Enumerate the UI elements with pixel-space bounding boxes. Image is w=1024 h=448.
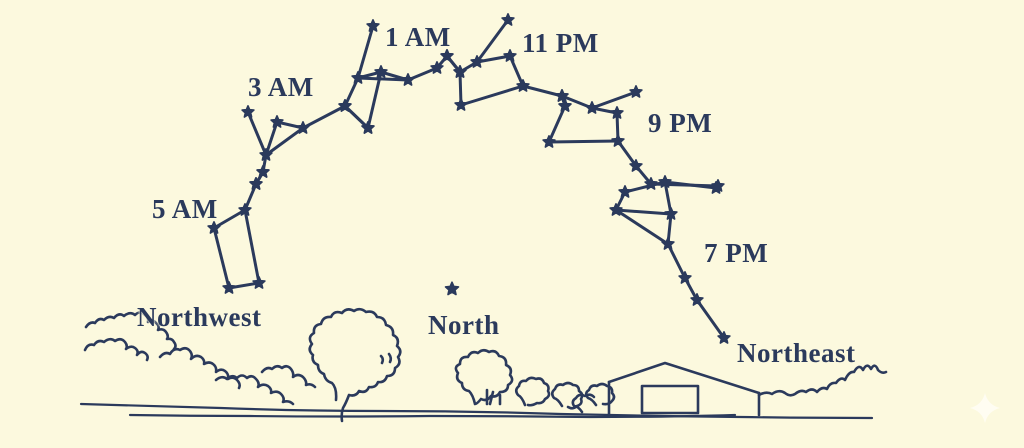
polaris-star-glyph: [444, 281, 460, 296]
star-point: [270, 115, 284, 128]
star-point: [542, 135, 556, 148]
shrub-row-center: [260, 364, 317, 389]
time-label-9pm: 9 PM: [648, 108, 713, 138]
time-label-7pm: 7 PM: [704, 238, 769, 268]
bush-small-2: [550, 381, 584, 410]
star-point: [501, 13, 515, 26]
shrub-row-far-left-lower: [83, 337, 149, 362]
star-point: [558, 99, 572, 112]
star-point: [664, 207, 678, 220]
star-point: [238, 203, 252, 216]
constellation-line: [246, 110, 268, 157]
star-point: [661, 237, 675, 250]
star-point: [611, 134, 625, 147]
star-point: [351, 71, 365, 84]
star-point: [401, 73, 415, 86]
star-point: [252, 276, 266, 289]
star-point: [207, 221, 221, 234]
star-point: [256, 165, 270, 178]
tree-large-detail-2: [387, 352, 393, 364]
constellation-line: [459, 84, 525, 107]
direction-label-northeast: Northeast: [737, 338, 856, 368]
bush-cluster-mid-twig: [488, 390, 495, 406]
direction-label-northwest: Northwest: [137, 302, 262, 332]
shrub-row-far-left-upper: [84, 311, 177, 351]
star-point: [717, 331, 731, 344]
constellation-line: [666, 242, 687, 280]
star-point: [585, 101, 599, 114]
shrub-row-left-mid: [158, 346, 241, 390]
time-label-1am: 1 AM: [385, 22, 451, 52]
direction-label-north: North: [428, 310, 500, 340]
constellation-line: [356, 24, 375, 80]
star-point: [241, 105, 255, 118]
constellation-line: [301, 104, 347, 130]
time-label-5am: 5 AM: [152, 194, 218, 224]
constellation-line: [590, 90, 638, 110]
star-point: [503, 49, 517, 62]
star-point: [618, 185, 632, 198]
foreground-landscape: [79, 307, 888, 423]
constellation-line: [212, 208, 247, 230]
star-point: [296, 121, 310, 134]
star-point: [249, 177, 263, 190]
bush-small-1: [514, 376, 551, 407]
star-point: [629, 159, 643, 172]
star-point: [470, 55, 484, 68]
star-point: [430, 61, 444, 74]
constellation-line: [649, 182, 720, 188]
star-point: [361, 121, 375, 134]
bush-cluster-mid: [454, 348, 514, 406]
constellation-line: [695, 298, 726, 340]
star-point: [338, 99, 352, 112]
tree-large-detail-1: [379, 354, 385, 365]
constellation-line: [243, 208, 261, 285]
constellation-5-am: [207, 165, 270, 294]
constellation-line: [264, 120, 279, 157]
horizon-line: [79, 402, 874, 420]
tree-large: [308, 307, 402, 423]
constellation-line: [614, 208, 673, 216]
constellation-line: [366, 70, 383, 130]
shrub-row-center-left: [214, 374, 295, 406]
star-point: [644, 177, 658, 190]
constellation-group: [207, 13, 731, 344]
star-point: [609, 203, 623, 216]
star-point: [440, 49, 454, 62]
sparkle-watermark-icon: [970, 393, 1000, 423]
shrub-left-of-barn: [571, 393, 596, 414]
constellation-line: [212, 226, 231, 290]
constellation-line: [475, 18, 510, 64]
constellation-line: [547, 139, 620, 144]
time-label-11pm: 11 PM: [522, 28, 599, 58]
constellation-line: [547, 104, 567, 144]
barn-door: [640, 384, 700, 415]
time-label-3am: 3 AM: [248, 72, 314, 102]
constellation-line: [614, 208, 670, 246]
star-point: [711, 179, 725, 192]
polaris-star: [444, 281, 460, 296]
star-point: [374, 65, 388, 78]
star-point: [454, 98, 468, 111]
star-point: [610, 106, 624, 119]
star-point: [690, 293, 704, 306]
star-point: [222, 281, 236, 294]
star-point: [516, 79, 530, 92]
distant-treeline: [757, 364, 888, 397]
barn-roof: [607, 361, 761, 395]
constellation-line: [356, 76, 410, 82]
star-point: [453, 65, 467, 78]
star-point: [629, 85, 643, 98]
star-point: [678, 271, 692, 284]
ground-line-lower: [128, 413, 737, 419]
star-point: [555, 89, 569, 102]
star-point: [259, 148, 273, 161]
bush-small-3: [584, 382, 616, 407]
star-point: [366, 19, 380, 32]
constellation-line: [264, 126, 305, 157]
